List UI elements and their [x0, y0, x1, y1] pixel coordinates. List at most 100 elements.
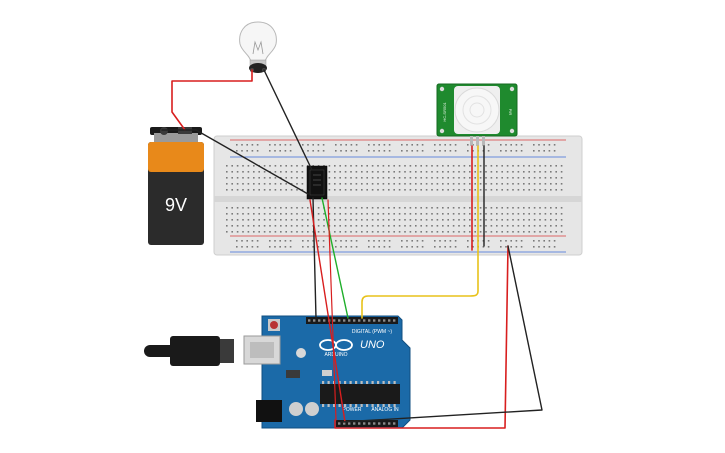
header-pin[interactable] [343, 422, 346, 425]
breadboard-hole[interactable] [355, 144, 358, 146]
breadboard-hole[interactable] [253, 207, 255, 209]
breadboard-hole[interactable] [269, 246, 271, 248]
breadboard-hole[interactable] [388, 231, 390, 233]
breadboard-hole[interactable] [409, 183, 412, 185]
breadboard-hole[interactable] [383, 240, 386, 242]
breadboard-hole[interactable] [506, 177, 509, 179]
breadboard-hole[interactable] [247, 177, 250, 179]
breadboard-hole[interactable] [420, 213, 422, 215]
breadboard-hole[interactable] [539, 219, 541, 221]
breadboard-hole[interactable] [388, 189, 390, 191]
breadboard-hole[interactable] [512, 171, 514, 173]
breadboard-hole[interactable] [328, 177, 331, 179]
breadboard-hole[interactable] [339, 231, 341, 233]
breadboard-hole[interactable] [393, 213, 395, 215]
breadboard-hole[interactable] [401, 144, 403, 146]
breadboard-hole[interactable] [361, 165, 363, 167]
breadboard-hole[interactable] [377, 177, 379, 179]
breadboard-hole[interactable] [431, 225, 433, 227]
breadboard-hole[interactable] [512, 207, 514, 209]
breadboard-hole[interactable] [334, 165, 336, 167]
breadboard-hole[interactable] [236, 171, 239, 173]
breadboard-hole[interactable] [256, 240, 259, 242]
breadboard-hole[interactable] [344, 183, 347, 185]
breadboard-hole[interactable] [241, 240, 243, 242]
breadboard-hole[interactable] [425, 207, 428, 209]
breadboard-hole[interactable] [361, 183, 363, 185]
breadboard-hole[interactable] [398, 231, 401, 233]
breadboard-hole[interactable] [231, 225, 233, 227]
breadboard-hole[interactable] [388, 207, 390, 209]
breadboard-hole[interactable] [550, 177, 552, 179]
breadboard-hole[interactable] [485, 183, 487, 185]
breadboard-hole[interactable] [449, 246, 452, 248]
breadboard-hole[interactable] [434, 246, 436, 248]
breadboard-hole[interactable] [528, 177, 530, 179]
breadboard-hole[interactable] [377, 213, 379, 215]
breadboard-hole[interactable] [355, 225, 358, 227]
breadboard-hole[interactable] [307, 225, 309, 227]
breadboard-hole[interactable] [517, 207, 520, 209]
breadboard-hole[interactable] [463, 165, 466, 167]
breadboard-hole[interactable] [242, 183, 244, 185]
breadboard-hole[interactable] [469, 207, 471, 209]
breadboard-hole[interactable] [490, 165, 493, 167]
breadboard-hole[interactable] [383, 144, 386, 146]
breadboard-hole[interactable] [496, 183, 498, 185]
breadboard-hole[interactable] [496, 171, 498, 173]
breadboard-hole[interactable] [469, 165, 471, 167]
breadboard-hole[interactable] [490, 219, 493, 221]
breadboard-hole[interactable] [328, 219, 331, 221]
breadboard-hole[interactable] [317, 231, 320, 233]
breadboard-hole[interactable] [269, 183, 271, 185]
breadboard-hole[interactable] [474, 177, 476, 179]
breadboard-hole[interactable] [474, 165, 476, 167]
breadboard-hole[interactable] [496, 165, 498, 167]
breadboard-hole[interactable] [479, 213, 482, 215]
breadboard-hole[interactable] [317, 246, 320, 248]
breadboard-hole[interactable] [366, 183, 368, 185]
breadboard-hole[interactable] [322, 240, 325, 242]
breadboard-hole[interactable] [398, 219, 401, 221]
header-pin[interactable] [378, 319, 381, 322]
breadboard-hole[interactable] [416, 150, 419, 152]
breadboard-hole[interactable] [361, 225, 363, 227]
breadboard-hole[interactable] [447, 219, 449, 221]
breadboard-hole[interactable] [560, 165, 563, 167]
breadboard-hole[interactable] [415, 231, 417, 233]
breadboard-hole[interactable] [485, 207, 487, 209]
breadboard-hole[interactable] [258, 213, 260, 215]
breadboard-hole[interactable] [350, 183, 352, 185]
breadboard[interactable] [213, 135, 583, 256]
breadboard-hole[interactable] [256, 144, 259, 146]
breadboard-hole[interactable] [301, 177, 304, 179]
breadboard-hole[interactable] [420, 183, 422, 185]
breadboard-hole[interactable] [463, 225, 466, 227]
breadboard-hole[interactable] [501, 177, 503, 179]
breadboard-hole[interactable] [317, 219, 320, 221]
breadboard-hole[interactable] [447, 177, 449, 179]
breadboard-hole[interactable] [555, 225, 557, 227]
breadboard-hole[interactable] [510, 144, 512, 146]
breadboard-hole[interactable] [543, 240, 545, 242]
breadboard-hole[interactable] [280, 189, 282, 191]
breadboard-hole[interactable] [458, 177, 460, 179]
breadboard-hole[interactable] [555, 189, 557, 191]
breadboard-hole[interactable] [425, 189, 428, 191]
breadboard-hole[interactable] [393, 219, 395, 221]
breadboard-hole[interactable] [334, 231, 336, 233]
breadboard-hole[interactable] [490, 225, 493, 227]
breadboard-hole[interactable] [377, 183, 379, 185]
breadboard-hole[interactable] [454, 150, 457, 152]
breadboard-hole[interactable] [382, 189, 385, 191]
breadboard-hole[interactable] [485, 177, 487, 179]
breadboard-hole[interactable] [236, 207, 239, 209]
breadboard-hole[interactable] [415, 213, 417, 215]
breadboard-hole[interactable] [388, 219, 390, 221]
breadboard-hole[interactable] [345, 246, 347, 248]
breadboard-hole[interactable] [355, 240, 358, 242]
breadboard-hole[interactable] [253, 183, 255, 185]
breadboard-hole[interactable] [274, 246, 276, 248]
breadboard-hole[interactable] [317, 144, 320, 146]
breadboard-hole[interactable] [236, 165, 239, 167]
